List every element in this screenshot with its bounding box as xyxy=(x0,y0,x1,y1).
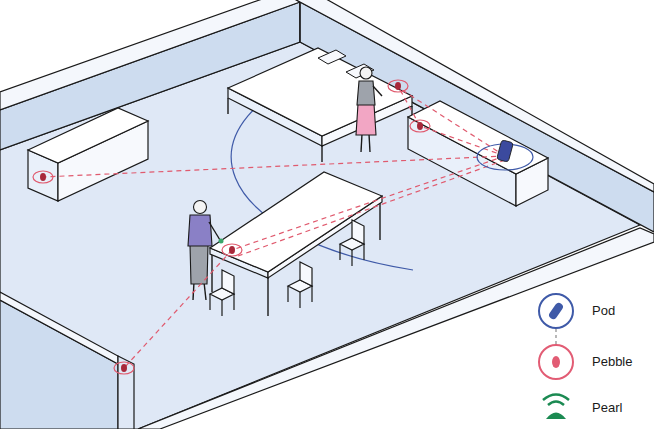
person xyxy=(188,201,224,301)
legend-pearl-icon xyxy=(546,413,566,420)
legend-pearl-icon xyxy=(543,395,569,401)
table xyxy=(379,202,380,240)
legend-label: Pearl xyxy=(592,400,622,416)
pod-device xyxy=(477,140,533,170)
legend-pebble-icon xyxy=(539,345,573,379)
legend-pebble-icon xyxy=(539,345,573,379)
person xyxy=(356,104,376,135)
signal-line xyxy=(43,156,505,177)
signal-line xyxy=(124,250,232,368)
wall xyxy=(138,228,654,429)
legend-pearl-icon xyxy=(543,395,569,420)
pebble-device xyxy=(114,362,134,374)
legend-label: Pod xyxy=(592,303,615,319)
wall xyxy=(0,0,300,150)
legend-pebble-icon xyxy=(552,356,560,368)
wall xyxy=(138,228,654,429)
wall xyxy=(0,300,118,429)
bed xyxy=(228,48,412,136)
chair xyxy=(340,220,364,266)
table xyxy=(210,172,382,316)
pebble-device xyxy=(410,120,430,132)
bed xyxy=(321,146,322,162)
wall xyxy=(299,2,300,42)
legend-label: Pebble xyxy=(592,354,632,370)
person xyxy=(219,239,224,244)
person xyxy=(356,67,382,152)
person xyxy=(373,86,382,96)
person xyxy=(369,134,370,152)
legend-pod-icon xyxy=(548,301,565,320)
signal-line xyxy=(232,156,505,250)
legend-pod-icon xyxy=(539,294,573,328)
bed xyxy=(318,50,346,64)
person xyxy=(190,245,208,284)
bed xyxy=(346,64,374,78)
chair xyxy=(210,270,234,316)
signal-line xyxy=(43,86,505,368)
sideboard xyxy=(408,101,548,206)
chair xyxy=(288,262,312,308)
legend-pearl-icon xyxy=(548,402,564,406)
person xyxy=(357,81,375,105)
bed xyxy=(227,98,228,114)
person xyxy=(188,215,212,246)
pebble-device xyxy=(388,80,408,92)
pebble-device xyxy=(33,171,53,183)
table xyxy=(210,172,382,272)
person xyxy=(361,134,362,152)
person xyxy=(194,201,207,214)
table xyxy=(267,278,268,316)
legend-pod-icon xyxy=(539,294,573,328)
pebble-device xyxy=(222,244,242,256)
cabinet xyxy=(28,108,148,163)
person xyxy=(204,282,206,300)
cabinet xyxy=(28,108,148,201)
bed xyxy=(228,48,412,162)
legend-link xyxy=(555,329,556,344)
person xyxy=(360,67,372,79)
signal-line xyxy=(238,160,505,256)
signal-line xyxy=(420,126,505,156)
sideboard xyxy=(408,101,548,174)
wall xyxy=(0,292,118,364)
wall xyxy=(0,292,134,429)
person xyxy=(209,222,220,240)
pod-device xyxy=(497,140,514,162)
